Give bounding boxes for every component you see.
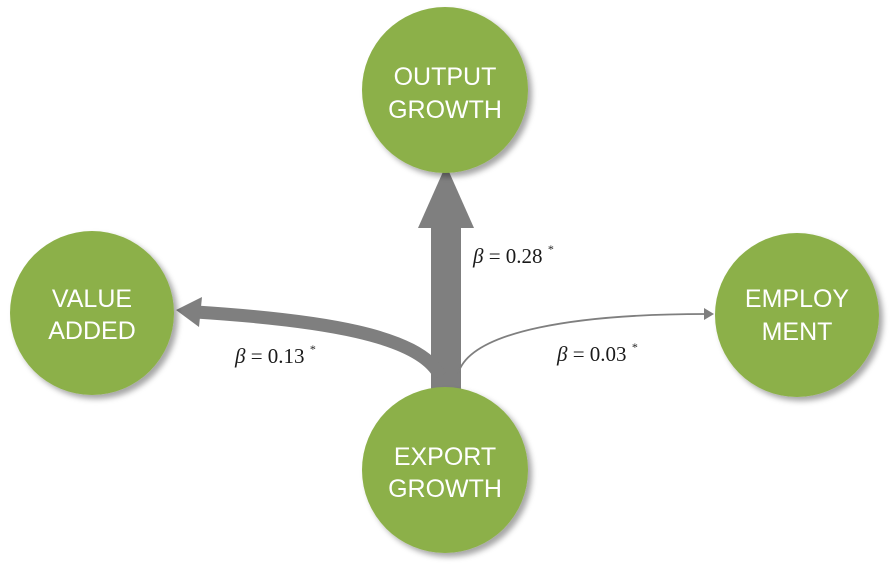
- node-output-growth: OUTPUT GROWTH: [362, 7, 528, 173]
- node-label: EMPLOY: [745, 285, 850, 313]
- beta-symbol: β: [234, 344, 246, 368]
- beta-value: = 0.03: [573, 342, 627, 366]
- node-export-growth: EXPORT GROWTH: [362, 387, 528, 553]
- node-label: MENT: [762, 318, 833, 346]
- node-label: VALUE: [52, 285, 132, 313]
- significance-star: *: [548, 242, 554, 256]
- significance-star: *: [310, 342, 316, 356]
- node-label: EXPORT: [394, 443, 496, 471]
- arrow-to-value-added: [176, 297, 446, 380]
- beta-value: = 0.28: [489, 244, 543, 268]
- beta-label-employment: β = 0.03 *: [556, 340, 638, 366]
- arrows: [176, 165, 714, 390]
- node-label: GROWTH: [388, 96, 502, 124]
- node-employment: EMPLOY MENT: [715, 233, 879, 397]
- beta-label-output: β = 0.28 *: [472, 242, 554, 268]
- node-label: GROWTH: [388, 475, 502, 503]
- node-label: ADDED: [48, 317, 136, 345]
- node-label: OUTPUT: [394, 63, 497, 91]
- beta-symbol: β: [556, 342, 568, 366]
- beta-symbol: β: [472, 244, 484, 268]
- arrow-to-employment: [457, 308, 714, 375]
- beta-value: = 0.13: [251, 344, 305, 368]
- beta-label-value-added: β = 0.13 *: [234, 342, 316, 368]
- significance-star: *: [632, 340, 638, 354]
- node-value-added: VALUE ADDED: [10, 231, 174, 395]
